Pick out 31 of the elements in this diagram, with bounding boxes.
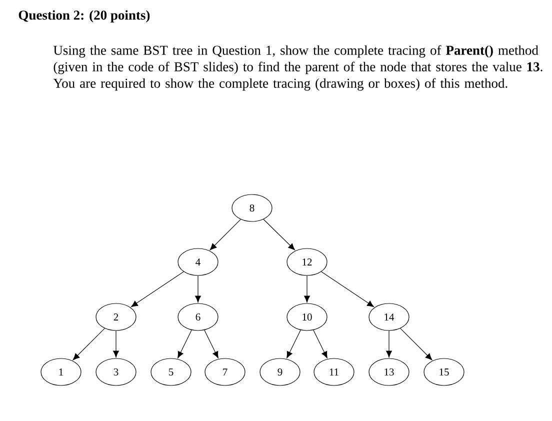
tree-node: 14	[368, 303, 410, 331]
tree-node: 1	[40, 358, 82, 386]
arrow	[313, 330, 328, 358]
tree-node: 10	[286, 303, 328, 331]
tree-node: 11	[314, 358, 354, 386]
tree-node: 12	[286, 248, 328, 276]
tree-node: 13	[368, 358, 410, 386]
arrow	[386, 330, 392, 358]
arrow	[286, 330, 301, 358]
question-text: Using the same BST tree in Question 1, show the complete tracing of Parent() method (given in the code of BST slides) to find the parent of the node that stores the value 13. You are required to show the complete tracing (drawing or boxes) of this method.	[53, 45, 542, 91]
tree-node: 9	[260, 358, 300, 386]
arrow	[263, 219, 295, 250]
tree-node: 2	[96, 303, 136, 331]
tree-node: 8	[232, 194, 272, 222]
tree-node: 3	[96, 358, 136, 386]
arrow	[210, 219, 241, 250]
arrow	[113, 330, 119, 358]
arrow	[131, 271, 184, 307]
arrow	[304, 276, 310, 302]
tree-node: 4	[178, 248, 218, 276]
tree-node: 6	[178, 303, 218, 331]
arrow	[195, 276, 201, 302]
question-heading: Question 2: (20 points)	[18, 10, 150, 22]
tree-node: 5	[150, 358, 192, 386]
arrow	[321, 271, 374, 307]
tree-node: 7	[204, 358, 246, 386]
arrow	[72, 328, 105, 360]
arrow	[204, 330, 218, 358]
tree-node: 15	[424, 358, 464, 386]
arrow	[400, 328, 432, 360]
arrow	[178, 330, 192, 358]
